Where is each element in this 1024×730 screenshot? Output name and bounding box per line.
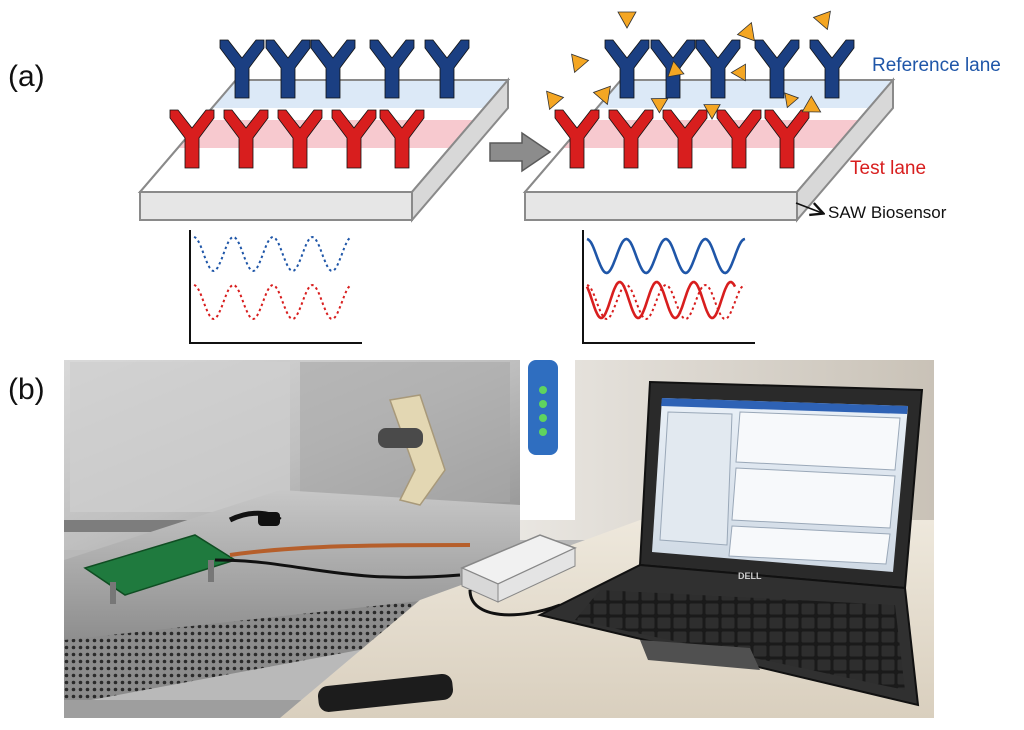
right-arrow-icon [489, 131, 552, 173]
saw-biosensor-label: SAW Biosensor [828, 203, 947, 222]
antibody-y-icon [754, 39, 800, 99]
triangle-antigen-icon [650, 98, 669, 114]
antibody-y-icon [223, 109, 269, 169]
test-lane-label: Test lane [850, 158, 927, 179]
antibody-y-icon [369, 39, 415, 99]
triangle-antigen-icon [546, 90, 565, 111]
antibody-y-icon [662, 109, 708, 169]
antibody-y-icon [277, 109, 323, 169]
reference-lane-label: Reference lane [872, 55, 1001, 76]
antibody-y-icon [554, 109, 600, 169]
antibody-y-icon [219, 39, 265, 99]
panel-label-b: (b) [8, 373, 45, 406]
signal-plot-before [189, 230, 362, 344]
triangle-antigen-icon [784, 92, 800, 109]
signal-plot-after [582, 230, 755, 344]
antibody-y-icon [379, 109, 425, 169]
triangle-antigen-icon [667, 60, 685, 78]
antibody-y-icon [764, 109, 810, 169]
triangle-antigen-icon [801, 95, 822, 113]
triangle-antigen-icon [703, 104, 721, 120]
triangle-antigen-icon [571, 53, 590, 74]
antibody-y-icon [604, 39, 650, 99]
triangle-antigen-icon [736, 21, 755, 42]
antibody-y-icon [608, 109, 654, 169]
lab-setup-photo: DELL [64, 360, 934, 718]
antibody-y-icon [310, 39, 356, 99]
sensor-pointer-arrow [795, 203, 822, 213]
panel-label-a: (a) [8, 60, 45, 93]
antibody-y-icon [331, 109, 377, 169]
antibody-y-icon [169, 109, 215, 169]
antibody-y-icon [716, 109, 762, 169]
triangle-antigen-icon [617, 11, 637, 29]
antibody-y-icon [695, 39, 741, 99]
triangle-antigen-icon [592, 85, 611, 106]
laptop-brand: DELL [738, 571, 762, 581]
antibody-y-icon [265, 39, 311, 99]
antibody-y-icon [424, 39, 470, 99]
triangle-antigen-icon [730, 63, 746, 82]
triangle-antigen-icon [812, 10, 831, 31]
antibody-y-icon [809, 39, 855, 99]
